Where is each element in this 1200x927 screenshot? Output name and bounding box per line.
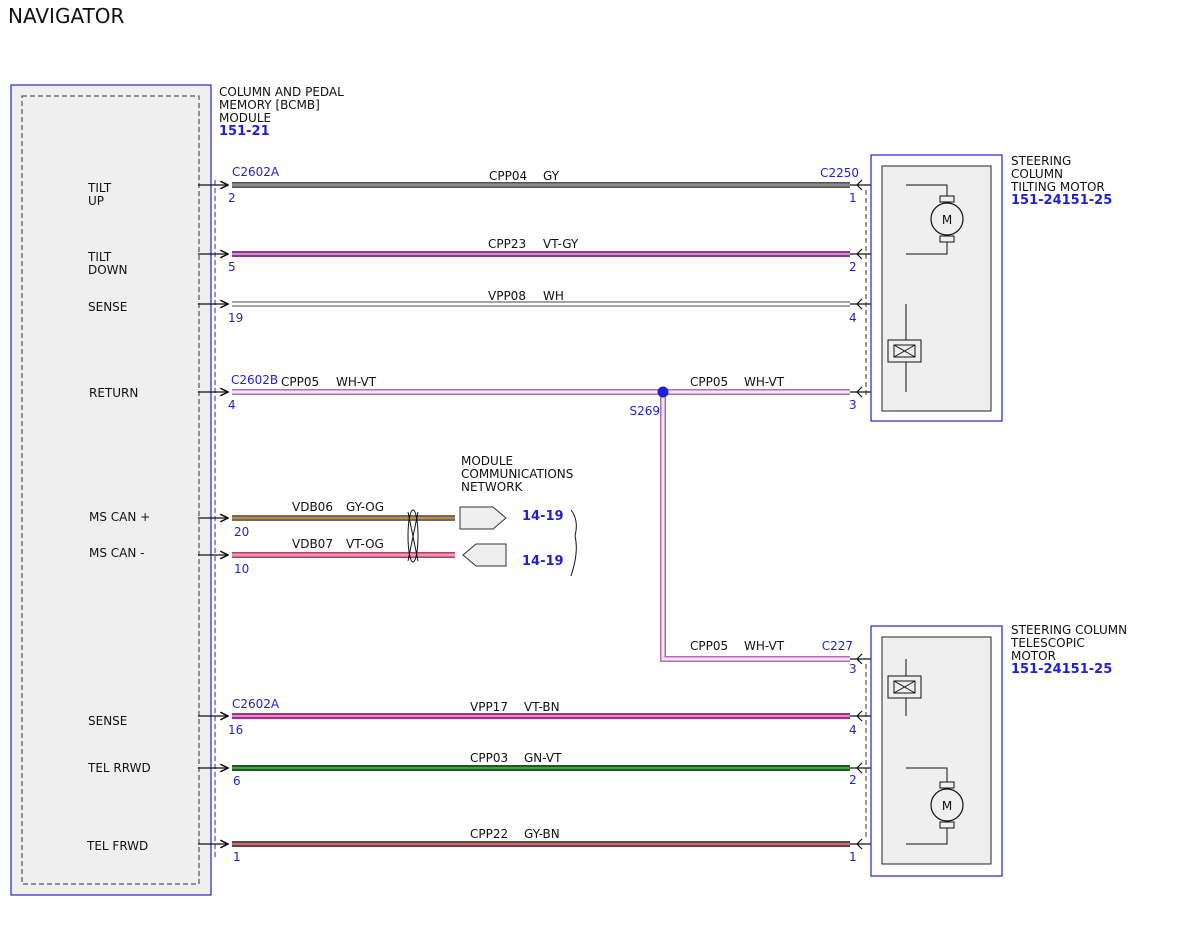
right-pin-2-tele: 2: [849, 773, 857, 787]
wire-color-gn-vt: GN-VT: [524, 751, 562, 765]
tilt-motor-name-3: TILTING MOTOR: [1010, 180, 1105, 194]
wire-color-gy-bn: GY-BN: [524, 827, 560, 841]
left-pin-19: 19: [228, 311, 243, 325]
splice-s269-dot: [657, 386, 669, 398]
bcmb-ref-link[interactable]: 151-21: [219, 124, 270, 139]
pin-label-return: RETURN: [89, 386, 138, 400]
tele-motor-name-1: STEERING COLUMN: [1011, 623, 1127, 637]
bcmb-name-line-3: MODULE: [219, 111, 271, 125]
left-pin-20: 20: [234, 525, 249, 539]
right-pin-1-tilt: 1: [849, 191, 857, 205]
wire-label-cpp23: CPP23: [488, 237, 526, 251]
wire-color-wh: WH: [543, 289, 564, 303]
wire-label-vpp17: VPP17: [470, 700, 508, 714]
wire-color-gy: GY: [543, 169, 560, 183]
pin-label-sense-2: SENSE: [88, 714, 127, 728]
pin-label-tilt-up-2: UP: [88, 194, 104, 208]
connector-c2602b[interactable]: C2602B: [231, 373, 278, 387]
pin-label-ms-can-plus: MS CAN +: [89, 510, 150, 524]
left-pin-2: 2: [228, 191, 236, 205]
wire-color-gy-og: GY-OG: [346, 500, 384, 514]
network-ref-link-2[interactable]: 14-19: [522, 554, 564, 569]
network-label-1: MODULE: [461, 454, 513, 468]
twisted-pair-symbol: [407, 509, 419, 563]
network-connector-plus: [459, 506, 507, 530]
bcmb-name-line-2: MEMORY [BCMB]: [219, 98, 320, 112]
connector-c227[interactable]: C227: [822, 639, 853, 653]
pin-label-tilt-down-1: TILT: [87, 250, 112, 264]
tele-motor-name-2: TELESCOPIC: [1010, 636, 1085, 650]
wire-color-wh-vt-tele: WH-VT: [744, 639, 785, 653]
wire-label-cpp22: CPP22: [470, 827, 508, 841]
tele-motor-m-label: M: [942, 799, 952, 813]
left-pin-10: 10: [234, 562, 249, 576]
connector-c2250[interactable]: C2250: [820, 166, 859, 180]
tilt-motor-name-1: STEERING: [1011, 154, 1071, 168]
tilt-motor-symbol: [930, 202, 964, 236]
page-title: NAVIGATOR: [8, 4, 125, 28]
wire-color-vt-og: VT-OG: [346, 537, 384, 551]
wire-label-cpp04: CPP04: [489, 169, 527, 183]
network-label-3: NETWORK: [461, 480, 524, 494]
bcmb-module-box: [10, 84, 212, 896]
tele-motor-ref-link[interactable]: 151-24151-25: [1011, 662, 1112, 677]
wire-label-cpp05-tele: CPP05: [690, 639, 728, 653]
pin-label-tilt-up-1: TILT: [87, 181, 112, 195]
pin-label-tilt-down-2: DOWN: [88, 263, 128, 277]
network-ref-link-1[interactable]: 14-19: [522, 509, 564, 524]
wire-color-wh-vt-right: WH-VT: [744, 375, 785, 389]
wire-label-vpp08: VPP08: [488, 289, 526, 303]
left-pin-arrows: [198, 185, 228, 844]
network-connector-minus: [462, 543, 507, 567]
right-pin-4-tele: 4: [849, 723, 857, 737]
network-label-2: COMMUNICATIONS: [461, 467, 573, 481]
right-pin-3-tele: 3: [849, 662, 857, 676]
connector-c2602a-bottom[interactable]: C2602A: [232, 697, 280, 711]
wire-color-wh-vt-left: WH-VT: [336, 375, 377, 389]
bcmb-name-line-1: COLUMN AND PEDAL: [219, 85, 344, 99]
tilt-motor-ref-link[interactable]: 151-24151-25: [1011, 193, 1112, 208]
tilt-motor-assembly: [865, 154, 1003, 422]
wire-color-vt-bn: VT-BN: [524, 700, 560, 714]
network-brace: [570, 509, 577, 577]
wire-label-cpp05-right: CPP05: [690, 375, 728, 389]
left-pin-16: 16: [228, 723, 243, 737]
right-pin-3-tilt: 3: [849, 398, 857, 412]
connector-c2602a-top[interactable]: C2602A: [232, 165, 280, 179]
left-pin-5: 5: [228, 260, 236, 274]
pin-label-ms-can-minus: MS CAN -: [89, 546, 145, 560]
pin-label-sense-1: SENSE: [88, 300, 127, 314]
wire-label-cpp03: CPP03: [470, 751, 508, 765]
pin-label-tel-rrwd: TEL RRWD: [87, 761, 151, 775]
wire-label-vdb06: VDB06: [292, 500, 333, 514]
wire-color-vt-gy: VT-GY: [543, 237, 579, 251]
wire-label-cpp05-left: CPP05: [281, 375, 319, 389]
left-pin-4: 4: [228, 398, 236, 412]
right-pin-2-tilt: 2: [849, 260, 857, 274]
bcmb-module-inner-box: [21, 95, 200, 885]
tele-motor-name-3: MOTOR: [1011, 649, 1056, 663]
tilt-motor-name-2: COLUMN: [1011, 167, 1063, 181]
tele-motor-assembly: [865, 625, 1003, 877]
right-pin-1-tele: 1: [849, 850, 857, 864]
left-pin-6: 6: [233, 774, 241, 788]
left-pin-1: 1: [233, 850, 241, 864]
wire-cpp05-branch: [660, 392, 850, 662]
pin-label-tel-frwd: TEL FRWD: [86, 839, 148, 853]
tele-motor-symbol: [930, 788, 964, 822]
right-pin-4-tilt: 4: [849, 311, 857, 325]
wire-label-vdb07: VDB07: [292, 537, 333, 551]
tilt-motor-m-label: M: [942, 213, 952, 227]
splice-s269-label[interactable]: S269: [629, 404, 660, 418]
